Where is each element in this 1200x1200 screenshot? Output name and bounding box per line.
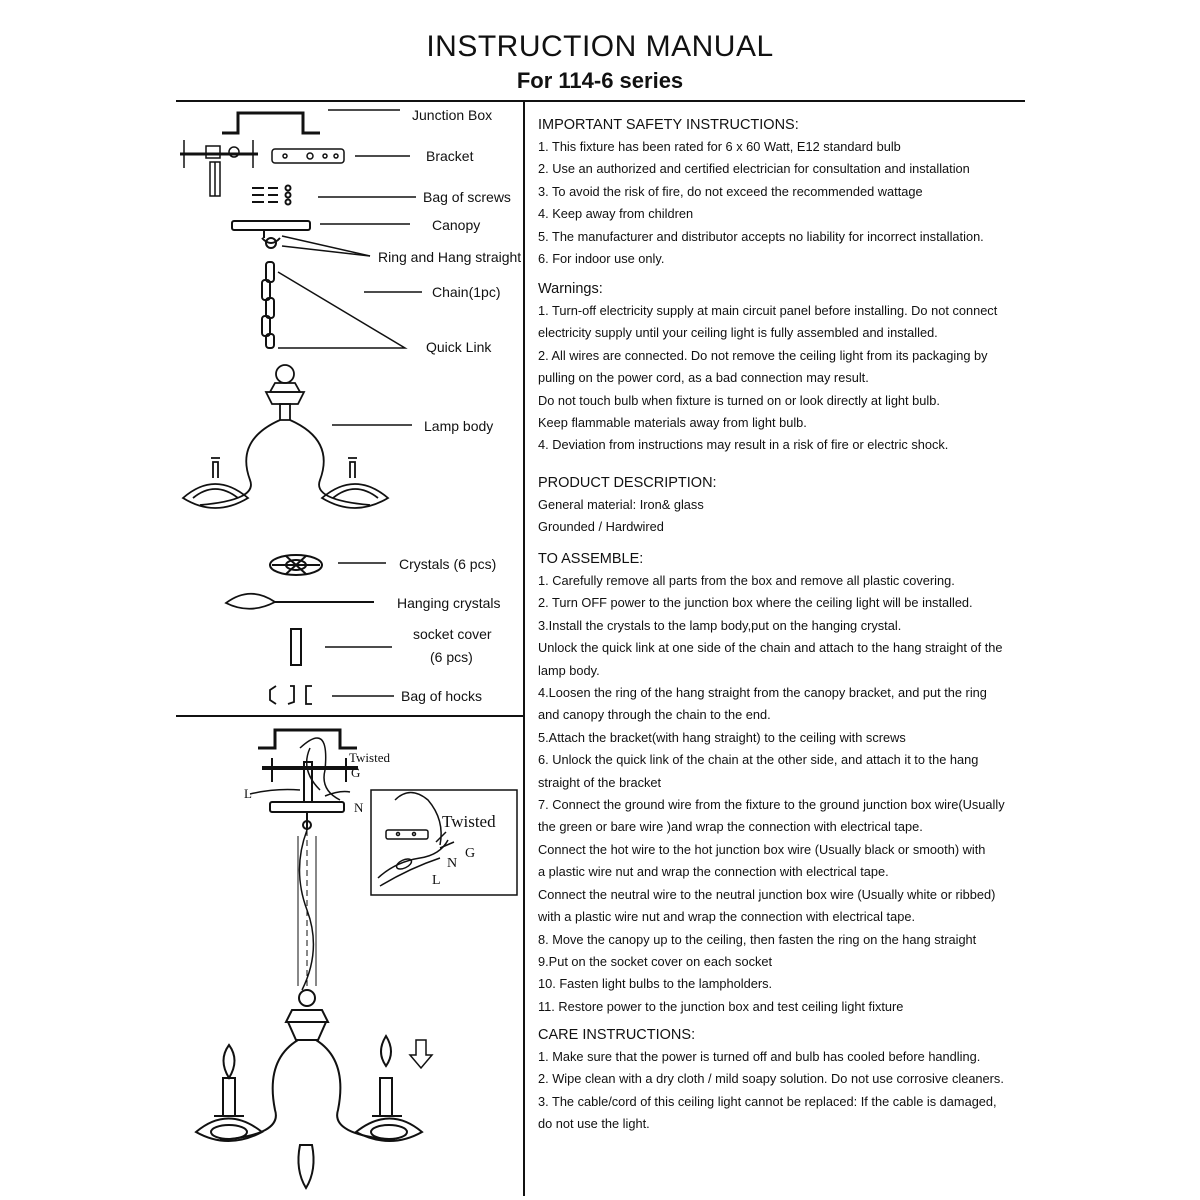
header-divider [176,100,1025,102]
text-line: 4.Loosen the ring of the hang straight f… [538,685,987,701]
product-title: PRODUCT DESCRIPTION: [538,475,717,491]
safety-title: IMPORTANT SAFETY INSTRUCTIONS: [538,117,799,133]
parts-divider [176,715,524,717]
text-line: straight of the bracket [538,774,662,790]
bracket-icon [180,140,410,197]
text-line: do not use the light. [538,1116,650,1132]
text-line: 2. Wipe clean with a dry cloth / mild so… [538,1071,1004,1087]
text-line: lamp body. [538,662,600,678]
label-crystals: Crystals (6 pcs) [399,556,497,572]
care-lines: 1. Make sure that the power is turned of… [538,1046,1018,1136]
assemble-section: TO ASSEMBLE: 1. Carefully remove all par… [538,548,1018,1018]
wire-label-l: L [244,786,252,801]
label-socket-cover: socket cover [413,626,492,642]
text-line: 7. Connect the ground wire from the fixt… [538,797,1005,813]
label-socket-cover-count: (6 pcs) [430,649,473,665]
text-line: Do not touch bulb when fixture is turned… [538,392,940,408]
chain-icon [261,261,422,349]
text-line: 3. To avoid the risk of fire, do not exc… [538,183,923,199]
warnings-title: Warnings: [538,281,603,297]
label-quick-link: Quick Link [426,339,492,355]
text-line: 1. This fixture has been rated for 6 x 6… [538,139,901,154]
text-line: Grounded / Hardwired [538,519,664,535]
text-line: and canopy through the chain to the end. [538,707,771,723]
text-line: 1. Carefully remove all parts from the b… [538,573,955,588]
text-line: with a plastic wire nut and wrap the con… [538,909,915,925]
text-line: General material: Iron& glass [538,497,704,512]
text-line: 2. Turn OFF power to the junction box wh… [538,595,973,611]
text-line: Unlock the quick link at one side of the… [538,640,1003,656]
label-lamp-body: Lamp body [424,418,494,434]
label-chain: Chain(1pc) [432,284,501,300]
text-line: Connect the hot wire to the hot junction… [538,841,986,857]
text-line: 1. Turn-off electricity supply at main c… [538,303,998,318]
text-line: the green or bare wire )and wrap the con… [538,819,923,835]
wire-label-twisted: Twisted [349,750,390,765]
detail-label-twisted: Twisted [442,812,496,831]
safety-lines: 1. This fixture has been rated for 6 x 6… [538,136,1018,270]
wiring-detail-icon [370,789,518,896]
socket-cover-icon [290,628,392,666]
text-line: 5. The manufacturer and distributor acce… [538,228,984,244]
wire-label-g: G [351,765,361,780]
text-line: 4. Deviation from instructions may resul… [538,437,949,453]
assemble-title: TO ASSEMBLE: [538,551,644,567]
text-line: 3. The cable/cord of this ceiling light … [538,1093,997,1109]
text-line: Connect the neutral wire to the neutral … [538,886,996,902]
text-line: pulling on the power cord, as a bad conn… [538,370,869,386]
text-line: 11. Restore power to the junction box an… [538,998,904,1014]
lamp-body-icon [181,364,412,509]
text-line: 10. Fasten light bulbs to the lampholder… [538,976,773,992]
warnings-lines: 1. Turn-off electricity supply at main c… [538,300,1018,457]
screws-icon [252,184,416,206]
hooks-icon [269,685,394,705]
text-line: 9.Put on the socket cover on each socket [538,953,773,969]
label-hooks: Bag of hocks [401,688,482,704]
text-line: a plastic wire nut and wrap the connecti… [538,864,889,880]
label-junction-box: Junction Box [412,107,493,123]
detail-label-l: L [432,873,441,888]
manual-subtitle: For 114-6 series [516,68,684,93]
text-line: 5.Attach the bracket(with hang straight)… [538,729,906,745]
label-bracket: Bracket [426,148,474,164]
care-section: CARE INSTRUCTIONS: 1. Make sure that the… [538,1024,1018,1136]
hanging-crystal-icon [224,592,374,610]
text-line: 4. Keep away from children [538,206,694,222]
crystal-icon [269,554,386,576]
column-divider [523,100,525,1196]
text-line: 8. Move the canopy up to the ceiling, th… [538,931,977,947]
detail-label-n: N [447,856,458,871]
label-ring: Ring and Hang straight [378,249,522,265]
text-line: 6. Unlock the quick link of the chain at… [538,752,979,768]
label-canopy: Canopy [432,217,481,233]
wiring-diagram-icon [194,728,434,1190]
label-screws: Bag of screws [423,189,511,205]
safety-section: IMPORTANT SAFETY INSTRUCTIONS: 1. This f… [538,114,1018,270]
text-line: 1. Make sure that the power is turned of… [538,1049,981,1064]
canopy-icon [231,220,410,257]
wire-label-n: N [354,800,364,815]
care-title: CARE INSTRUCTIONS: [538,1027,696,1043]
junction-box-icon [222,109,400,135]
manual-title: INSTRUCTION MANUAL [426,30,774,63]
label-hanging-crystals: Hanging crystals [397,595,501,611]
text-line: 2. Use an authorized and certified elect… [538,161,970,177]
warnings-section: Warnings: 1. Turn-off electricity supply… [538,278,1018,457]
assemble-lines: 1. Carefully remove all parts from the b… [538,570,1018,1018]
product-section: PRODUCT DESCRIPTION: General material: I… [538,472,1018,539]
text-line: 2. All wires are connected. Do not remov… [538,347,988,363]
text-line: electricity supply until your ceiling li… [538,325,938,341]
detail-label-g: G [465,846,476,861]
text-line: 6. For indoor use only. [538,251,665,267]
text-line: Keep flammable materials away from light… [538,415,807,431]
text-line: 3.Install the crystals to the lamp body,… [538,617,902,633]
